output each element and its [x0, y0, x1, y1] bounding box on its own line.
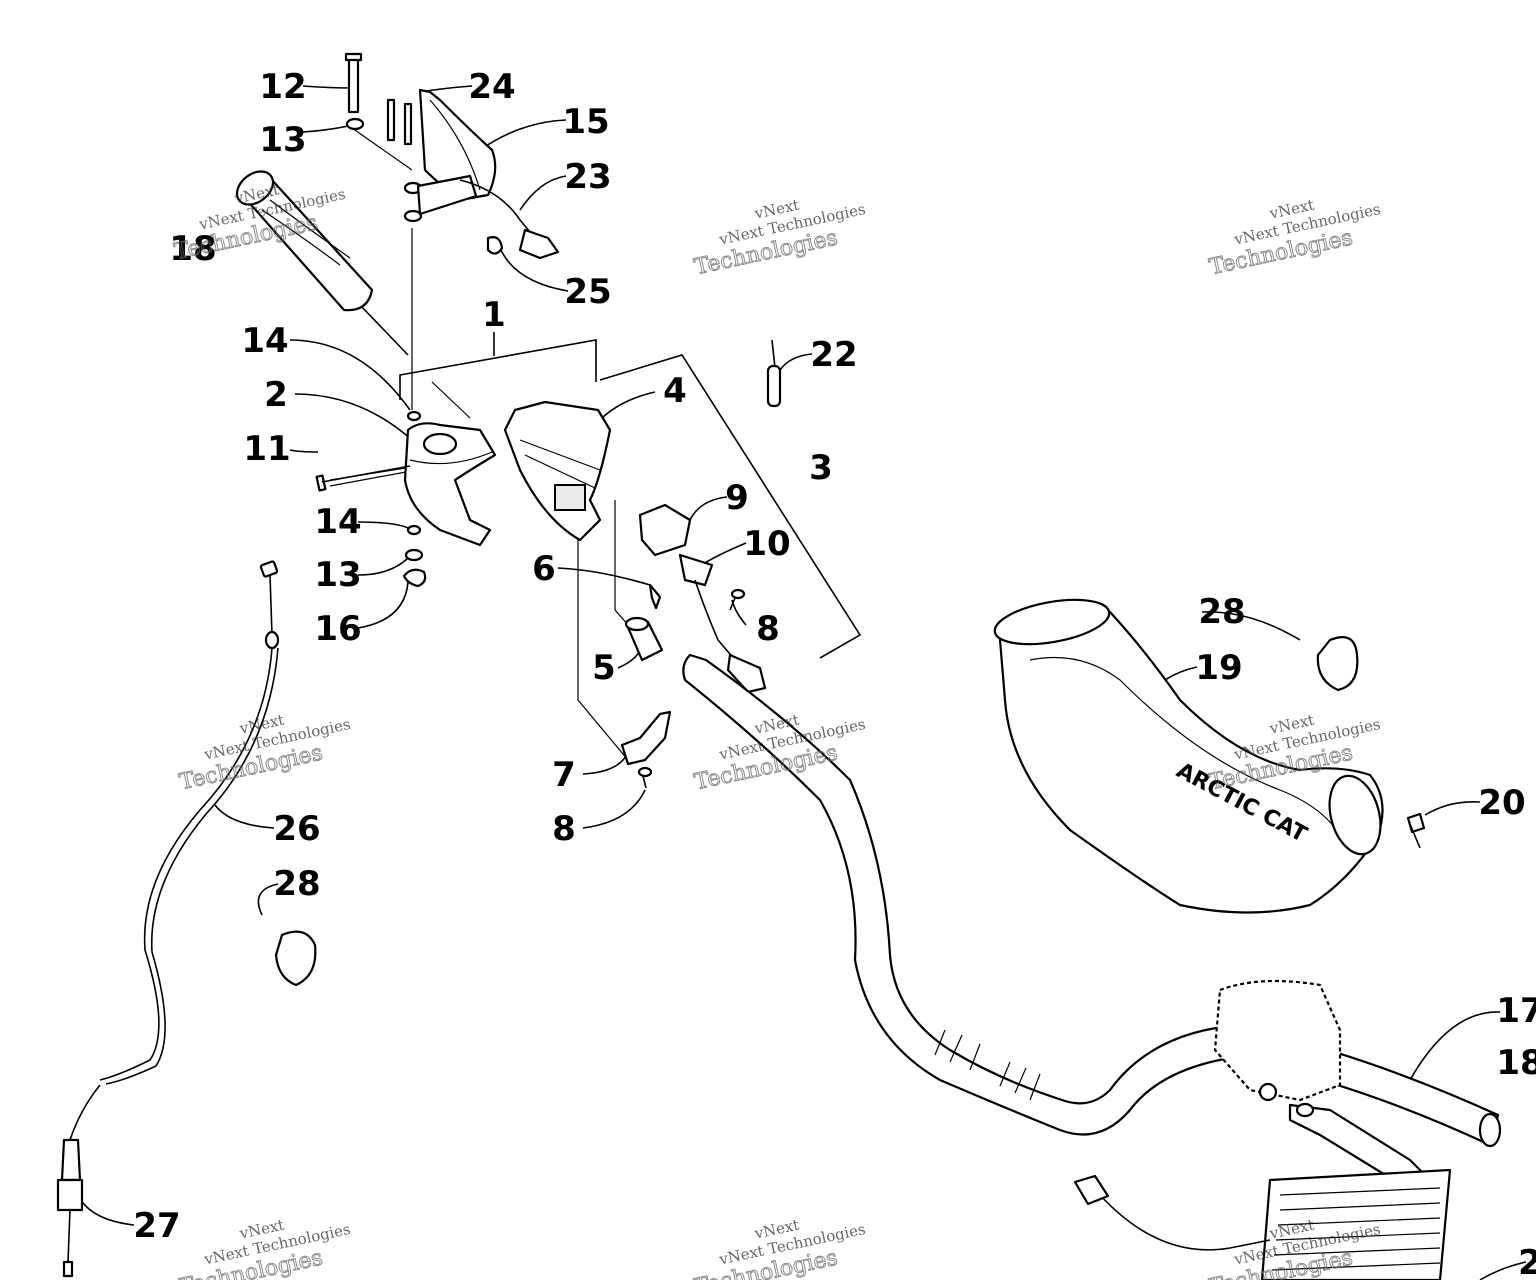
callout-c25: 25 — [564, 272, 611, 312]
callout-c17: 17 — [1496, 991, 1536, 1031]
callout-c8b: 8 — [552, 809, 576, 849]
callout-c13b: 13 — [314, 555, 361, 595]
callout-c13a: 13 — [259, 120, 306, 160]
callout-c4: 4 — [663, 371, 687, 411]
brake-lever-assembly — [1213, 979, 1432, 1192]
throttle-lever-15 — [386, 88, 497, 223]
callout-c26: 26 — [273, 809, 320, 849]
callout-c18a: 18 — [169, 229, 216, 269]
callout-c19: 19 — [1195, 648, 1242, 688]
key-22 — [766, 339, 782, 408]
heater-element-21 — [1073, 1168, 1452, 1280]
clamp-28-left — [274, 930, 317, 987]
callout-c14a: 14 — [241, 321, 288, 361]
callout-c16: 16 — [314, 609, 361, 649]
watermark: vNext vNext Technologies Technologies — [177, 1216, 352, 1280]
switch-housing-2 — [403, 422, 497, 547]
cap-5 — [624, 616, 664, 662]
washer-13 — [345, 117, 365, 131]
screw-8-upper — [729, 588, 746, 611]
switch-9 — [638, 503, 692, 557]
bracket-7 — [620, 710, 672, 766]
callout-c3: 3 — [809, 448, 833, 488]
watermark: vNext vNext Technologies Technologies — [177, 711, 352, 796]
wire-harness-10 — [678, 553, 767, 694]
handlebar-pad-19: ARCTIC CAT — [993, 598, 1384, 914]
fitting-27 — [56, 1084, 101, 1278]
screw-20 — [1406, 812, 1426, 849]
screw-8-lower — [637, 766, 653, 789]
callout-c18b: 18 — [1496, 1043, 1536, 1083]
callout-c6: 6 — [532, 549, 556, 589]
throttle-switch-wire-23 — [459, 179, 560, 260]
callout-c15: 15 — [562, 102, 609, 142]
pin-6 — [648, 583, 662, 610]
callout-c14b: 14 — [314, 502, 361, 542]
washer-13-lower — [404, 548, 424, 562]
switch-housing-4 — [503, 400, 612, 542]
callout-c27: 27 — [133, 1206, 180, 1246]
watermark: vNext vNext Technologies Technologies — [692, 196, 867, 281]
callout-c20: 20 — [1478, 783, 1525, 823]
cable-26 — [99, 560, 280, 1085]
handlebar-main — [682, 653, 1502, 1148]
callout-c28b: 28 — [273, 864, 320, 904]
callout-c21: 2 — [1518, 1243, 1536, 1280]
watermark: vNext vNext Technologies Technologies — [692, 1216, 867, 1280]
washer-14-lower — [406, 524, 422, 536]
callout-c8a: 8 — [756, 609, 780, 649]
callout-c22: 22 — [810, 335, 857, 375]
leader-lines — [77, 85, 1527, 1280]
clamp-28-right — [1316, 636, 1359, 692]
watermark: vNext vNext Technologies Technologies — [1207, 196, 1382, 281]
callout-c23: 23 — [564, 157, 611, 197]
callout-c12: 12 — [259, 67, 306, 107]
callout-c7: 7 — [552, 755, 576, 795]
callout-c24: 24 — [468, 67, 515, 107]
callout-c10: 10 — [743, 524, 790, 564]
callout-c28a: 28 — [1198, 592, 1245, 632]
washer-14-upper — [406, 410, 422, 422]
e-clip-16 — [402, 568, 427, 588]
callout-c2: 2 — [264, 375, 288, 415]
callout-c9: 9 — [725, 478, 749, 518]
screw-11 — [315, 465, 411, 492]
clip-25 — [486, 236, 504, 255]
pin-12 — [344, 52, 363, 114]
callout-c11: 11 — [243, 429, 290, 469]
grip-18-left — [235, 170, 374, 312]
callout-c5: 5 — [592, 648, 616, 688]
callout-c1: 1 — [482, 295, 506, 335]
